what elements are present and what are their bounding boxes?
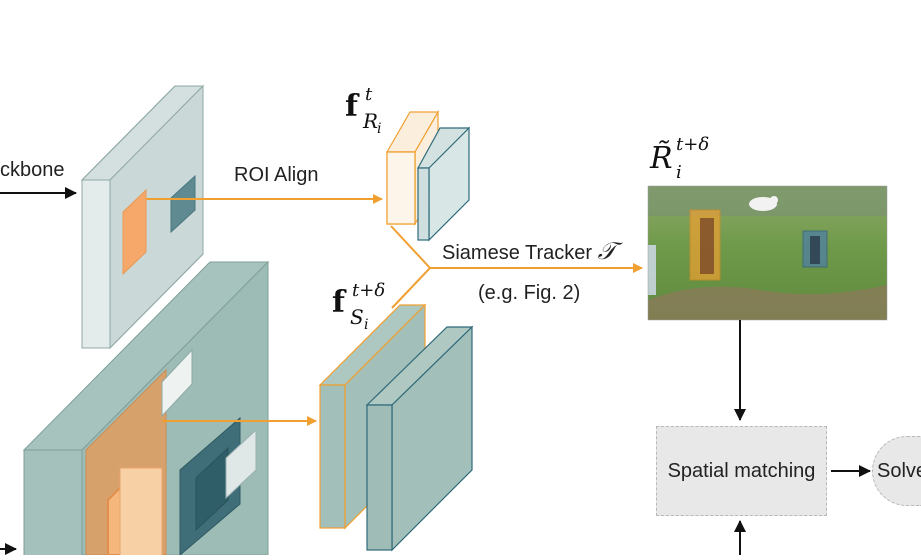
tracker-symbol: 𝒯: [597, 237, 617, 265]
roi-align-label: ROI Align: [234, 164, 319, 186]
roi-patch-upper: [122, 188, 147, 276]
feature-f-R: [385, 109, 471, 242]
spatial-matching-label: Spatial matching: [667, 459, 816, 482]
backbone-label: ckbone: [0, 159, 65, 181]
example-ref-label: (e.g. Fig. 2): [478, 282, 581, 304]
upper-feature-map: [80, 84, 205, 350]
solver-node: Solve: [872, 436, 921, 506]
R-tilde-label: R̃ t+δ i: [650, 134, 710, 183]
spatial-matching-box: Spatial matching: [656, 426, 827, 516]
solver-label: Solve: [877, 459, 921, 482]
f-S-label: f t+δ S i: [332, 280, 386, 333]
lower-feature-map: [22, 260, 270, 560]
feature-f-S: [318, 303, 474, 552]
siamese-tracker-label: Siamese Tracker 𝒯: [442, 237, 617, 265]
tracked-region-photo: [647, 185, 888, 321]
f-R-t-label: f t R i: [345, 84, 382, 137]
